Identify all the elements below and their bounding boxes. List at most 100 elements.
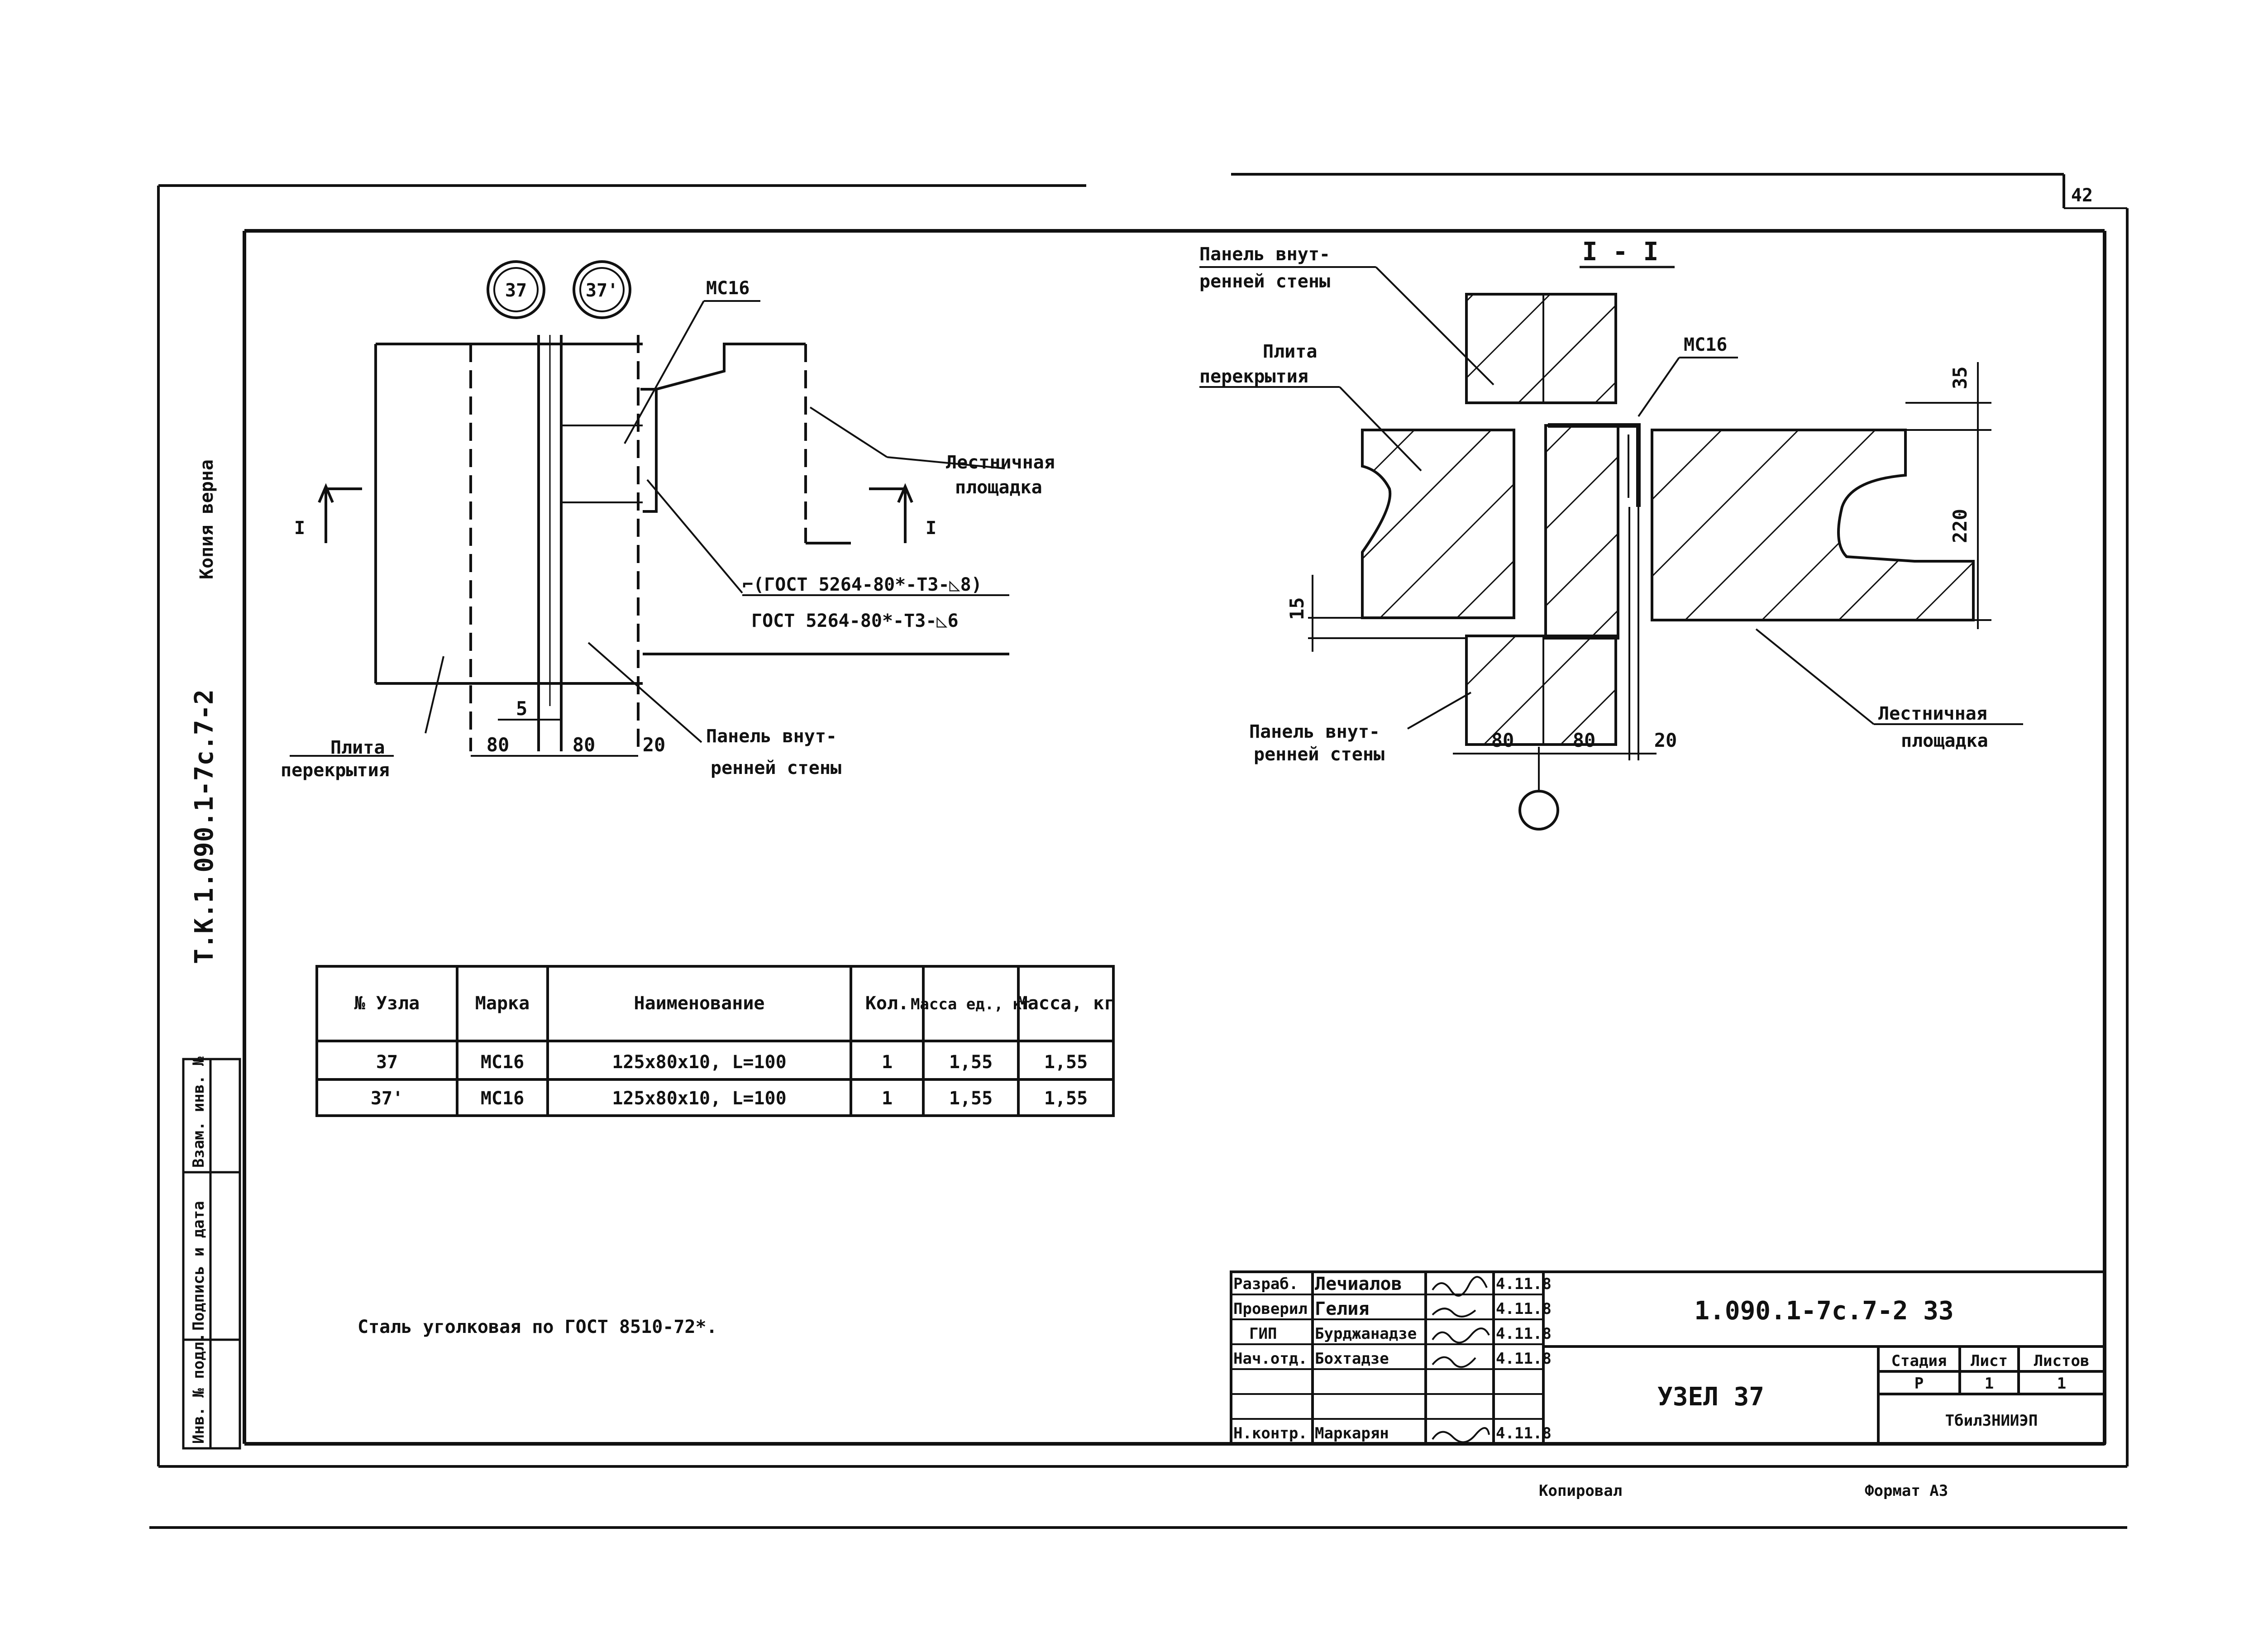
document-code: 1.090.1-7с.7-2 33 bbox=[1694, 1296, 1953, 1326]
spec-table: № Узла Марка Наименование Кол. Масса ед.… bbox=[315, 965, 1115, 1117]
name-department-head: Бохтадзе bbox=[1315, 1350, 1389, 1368]
section-landing-2: площадка bbox=[1901, 731, 1988, 751]
plan-part-label: МС16 bbox=[706, 278, 750, 299]
date-developer: 4.11.8 bbox=[1496, 1275, 1552, 1293]
role-developer: Разраб. bbox=[1233, 1275, 1298, 1293]
date-chief-engineer: 4.11.8 bbox=[1496, 1325, 1552, 1343]
album-code: Т.К.1.090.1-7с.7-2 bbox=[190, 689, 219, 964]
wall-joint-core bbox=[1544, 424, 1619, 640]
date-department-head: 4.11.8 bbox=[1496, 1350, 1552, 1368]
svg-text:125х80х10, L=100: 125х80х10, L=100 bbox=[612, 1052, 786, 1073]
role-standards-control: Н.контр. bbox=[1233, 1424, 1308, 1442]
footer-format: Формат А3 bbox=[1865, 1482, 1948, 1500]
plan-panel-label-1: Панель внут- bbox=[706, 726, 837, 747]
svg-text:1: 1 bbox=[882, 1052, 893, 1073]
page-number: 42 bbox=[2071, 185, 2093, 206]
plan-panel-label-2: ренней стены bbox=[711, 758, 841, 778]
sheets-value: 1 bbox=[2057, 1375, 2066, 1393]
name-chief-engineer: Бурджанадзе bbox=[1315, 1325, 1417, 1343]
role-checker: Проверил bbox=[1233, 1300, 1308, 1318]
svg-text:МС16: МС16 bbox=[481, 1052, 524, 1073]
role-department-head: Нач.отд. bbox=[1233, 1350, 1308, 1368]
table-row: 37 МС16 125х80х10, L=100 1 1,55 1,55 bbox=[376, 1052, 1088, 1073]
title-block: Разраб. Проверил ГИП Нач.отд. Н.контр. Л… bbox=[1230, 1270, 2106, 1445]
stage-value: Р bbox=[1914, 1375, 1924, 1393]
node-mark-37: 37 bbox=[487, 260, 545, 319]
svg-text:1,55: 1,55 bbox=[949, 1088, 993, 1109]
name-checker: Гелия bbox=[1315, 1299, 1369, 1319]
plan-dim-80-a: 80 bbox=[487, 734, 510, 756]
plan-slab-label-1: Плита bbox=[330, 737, 385, 758]
section-cut-marks bbox=[318, 483, 913, 543]
svg-text:125х80х10, L=100: 125х80х10, L=100 bbox=[612, 1088, 786, 1109]
svg-text:37: 37 bbox=[505, 280, 527, 301]
plan-view: 37 37' МС16 Лестнична bbox=[281, 260, 1055, 781]
col-header-mass: Масса, кг bbox=[1017, 993, 1115, 1014]
plan-weld-label-2: ГОСТ 5264-80*-Т3-◺6 bbox=[751, 611, 959, 631]
svg-text:37': 37' bbox=[586, 280, 618, 301]
footer-copied: Копировал bbox=[1539, 1482, 1622, 1500]
section-panel-top-1: Панель внут- bbox=[1199, 244, 1330, 265]
svg-text:МС16: МС16 bbox=[481, 1088, 524, 1109]
section-dim-35: 35 bbox=[1949, 366, 1971, 389]
name-standards-control: Маркарян bbox=[1315, 1424, 1389, 1442]
section-panel-bottom-2: ренней стены bbox=[1254, 744, 1385, 765]
sheet-value: 1 bbox=[1985, 1375, 1994, 1393]
section-part-label: МС16 bbox=[1684, 334, 1727, 355]
name-developer: Лечиалов bbox=[1315, 1274, 1402, 1294]
table-row: 37' МС16 125х80х10, L=100 1 1,55 1,55 bbox=[371, 1088, 1088, 1109]
date-standards-control: 4.11.8 bbox=[1496, 1424, 1552, 1442]
axis-marker bbox=[1518, 790, 1559, 831]
organization: ТбилЗНИИЭП bbox=[1945, 1412, 2038, 1430]
side-approval-box bbox=[182, 1058, 241, 1450]
sheet-name: УЗЕЛ 37 bbox=[1657, 1382, 1764, 1412]
sheet-header: Лист bbox=[1971, 1352, 2008, 1370]
svg-text:1: 1 bbox=[882, 1088, 893, 1109]
section-landing-1: Лестничная bbox=[1878, 703, 1987, 724]
col-header-node: № Узла bbox=[354, 993, 420, 1014]
section-dim-220: 220 bbox=[1949, 509, 1971, 543]
section-panel-top-2: ренней стены bbox=[1199, 271, 1330, 292]
col-header-unit-mass: Масса ед., кг bbox=[911, 995, 1031, 1013]
plan-weld-label-1: ⌐(ГОСТ 5264-80*-Т3-◺8) bbox=[742, 574, 982, 595]
section-mark-left: I bbox=[294, 518, 305, 539]
svg-text:37': 37' bbox=[371, 1088, 403, 1109]
plan-dim-80-b: 80 bbox=[573, 734, 596, 756]
col-header-qty: Кол. bbox=[865, 993, 909, 1014]
section-title: I - I bbox=[1582, 237, 1659, 267]
section-mark-right: I bbox=[926, 518, 936, 539]
steel-angle-mc16 bbox=[1548, 423, 1641, 760]
copy-certified-stamp: Копия верна bbox=[196, 459, 217, 579]
svg-text:1,55: 1,55 bbox=[1044, 1088, 1088, 1109]
steel-note: Сталь уголковая по ГОСТ 8510-72*. bbox=[358, 1317, 717, 1337]
plan-landing-label-1: Лестничная bbox=[946, 452, 1055, 473]
svg-text:1,55: 1,55 bbox=[1044, 1052, 1088, 1073]
stair-landing bbox=[1651, 429, 1975, 621]
role-chief-engineer: ГИП bbox=[1249, 1325, 1277, 1343]
signatures bbox=[1432, 1276, 1490, 1443]
inv-original-label: Инв. № подл. bbox=[190, 1332, 208, 1444]
left-stamp: Т.К.1.090.1-7с.7-2 Копия верна bbox=[190, 459, 219, 964]
sheets-header: Листов bbox=[2034, 1352, 2090, 1370]
svg-text:37: 37 bbox=[376, 1052, 398, 1073]
section-dim-80-b: 80 bbox=[1573, 729, 1596, 751]
section-dim-80-a: 80 bbox=[1491, 729, 1514, 751]
svg-text:1,55: 1,55 bbox=[949, 1052, 993, 1073]
stage-header: Стадия bbox=[1891, 1352, 1947, 1370]
signature-date-label: Подпись и дата bbox=[190, 1201, 208, 1331]
plan-slab-label-2: перекрытия bbox=[281, 760, 390, 781]
section-dim-15: 15 bbox=[1286, 597, 1308, 620]
inv-replace-label: Взам. инв. № bbox=[190, 1056, 208, 1168]
section-dim-20: 20 bbox=[1654, 729, 1677, 751]
node-mark-37-prime: 37' bbox=[573, 260, 631, 319]
date-checker: 4.11.8 bbox=[1496, 1300, 1552, 1318]
plan-dim-20: 20 bbox=[643, 734, 666, 756]
upper-wall-panel bbox=[1465, 293, 1617, 404]
plan-landing-label-2: площадка bbox=[955, 477, 1042, 498]
floor-slab bbox=[1361, 429, 1515, 619]
lower-wall-panel bbox=[1465, 635, 1617, 746]
section-slab-2: перекрытия bbox=[1199, 366, 1308, 387]
section-slab-1: Плита bbox=[1263, 341, 1317, 362]
plan-dim-5: 5 bbox=[516, 697, 527, 720]
